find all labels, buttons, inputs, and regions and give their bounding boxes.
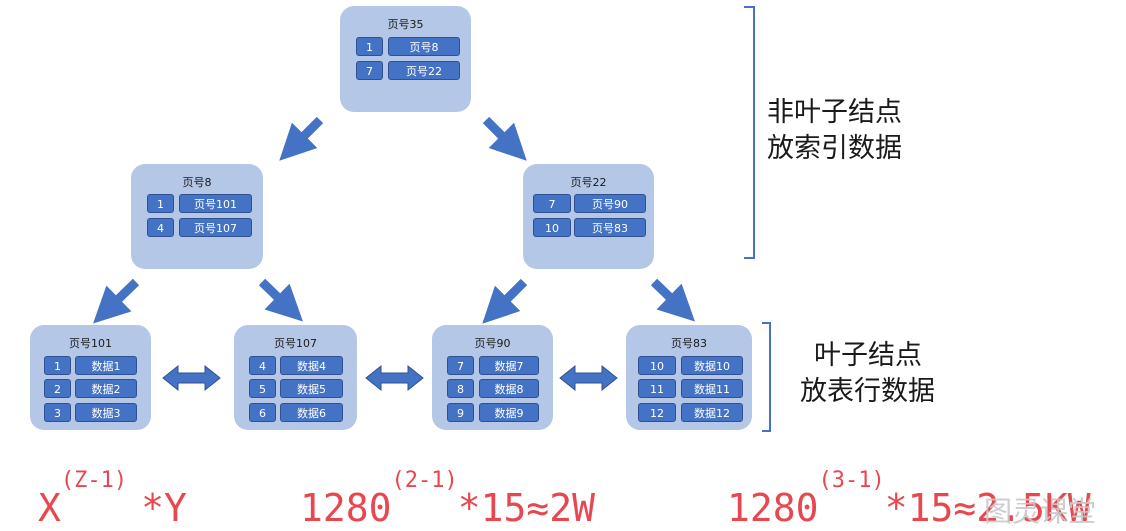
formula-tail: *Y xyxy=(141,486,187,530)
arrow-root-to-page22 xyxy=(482,116,527,161)
formula-exponent: (Z-1) xyxy=(60,468,128,493)
data-cell: 数据4 xyxy=(280,356,343,375)
double-arrow-101-107 xyxy=(162,364,221,392)
data-cell: 数据8 xyxy=(479,379,539,398)
internal-node-page8: 页号8 1 页号101 4 页号107 xyxy=(131,164,263,269)
key-cell: 10 xyxy=(638,356,676,375)
data-cell: 数据11 xyxy=(681,379,743,398)
key-cell: 4 xyxy=(249,356,276,375)
non-leaf-label: 非叶子结点 放索引数据 xyxy=(767,95,902,167)
pointer-cell: 页号101 xyxy=(179,194,252,213)
formula-tail: *15≈2W xyxy=(457,486,596,530)
leaf-node-page90: 页号90 7 数据7 8 数据8 9 数据9 xyxy=(432,325,553,430)
pointer-cell: 页号90 xyxy=(574,194,646,213)
key-cell: 7 xyxy=(356,61,383,80)
key-cell: 6 xyxy=(249,403,276,422)
formula-exponent: (2-1) xyxy=(391,468,458,493)
key-cell: 1 xyxy=(44,356,71,375)
node-title: 页号22 xyxy=(570,176,607,189)
data-cell: 数据9 xyxy=(479,403,539,422)
arrow-page8-to-page107 xyxy=(258,278,303,322)
data-cell: 数据6 xyxy=(280,403,343,422)
formula-base: 1280 xyxy=(300,486,392,530)
data-cell: 数据2 xyxy=(75,379,137,398)
data-cell: 数据1 xyxy=(75,356,137,375)
non-leaf-label-line2: 放索引数据 xyxy=(767,133,902,164)
key-cell: 10 xyxy=(533,218,571,237)
formula-three-levels: 1280(3-1)*15≈2.5KW xyxy=(727,468,1091,530)
node-title: 页号107 xyxy=(274,337,317,350)
formula-exponent: (3-1) xyxy=(818,468,885,493)
non-leaf-label-line1: 非叶子结点 xyxy=(767,97,902,128)
bracket-non-leaf xyxy=(744,6,755,259)
data-cell: 数据12 xyxy=(681,403,743,422)
key-cell: 8 xyxy=(447,379,474,398)
data-cell: 数据5 xyxy=(280,379,343,398)
key-cell: 7 xyxy=(447,356,474,375)
node-title: 页号35 xyxy=(387,18,424,31)
watermark: 图灵课堂 xyxy=(984,495,1097,528)
pointer-cell: 页号8 xyxy=(388,37,460,56)
key-cell: 4 xyxy=(147,218,174,237)
arrow-page22-to-page83 xyxy=(650,278,695,322)
key-cell: 2 xyxy=(44,379,71,398)
formula-base: X xyxy=(38,486,61,530)
node-title: 页号83 xyxy=(671,337,707,350)
pointer-cell: 页号83 xyxy=(574,218,646,237)
double-arrow-107-90 xyxy=(365,364,424,392)
leaf-node-page101: 页号101 1 数据1 2 数据2 3 数据3 xyxy=(30,325,151,430)
bracket-leaf xyxy=(762,322,771,432)
formula-two-levels: 1280(2-1)*15≈2W xyxy=(300,468,596,530)
key-cell: 5 xyxy=(249,379,276,398)
leaf-label-line1: 叶子结点 xyxy=(814,340,922,371)
double-arrow-90-83 xyxy=(559,364,618,392)
pointer-cell: 页号22 xyxy=(388,61,460,80)
key-cell: 11 xyxy=(638,379,676,398)
formula-base: 1280 xyxy=(727,486,819,530)
key-cell: 12 xyxy=(638,403,676,422)
internal-node-page22: 页号22 7 页号90 10 页号83 xyxy=(523,164,654,269)
data-cell: 数据7 xyxy=(479,356,539,375)
root-node: 页号35 1 页号8 7 页号22 xyxy=(340,6,471,112)
arrow-page22-to-page90 xyxy=(482,278,528,324)
node-title: 页号90 xyxy=(474,337,511,350)
node-title: 页号101 xyxy=(69,337,112,350)
leaf-label: 叶子结点 放表行数据 xyxy=(800,338,935,410)
arrow-page8-to-page101 xyxy=(93,278,140,324)
data-cell: 数据3 xyxy=(75,403,137,422)
formula-general: X(Z-1) *Y xyxy=(38,468,187,530)
leaf-node-page83: 页号83 10 数据10 11 数据11 12 数据12 xyxy=(626,325,752,430)
leaf-label-line2: 放表行数据 xyxy=(800,376,935,407)
key-cell: 9 xyxy=(447,403,474,422)
key-cell: 3 xyxy=(44,403,71,422)
arrow-root-to-page8 xyxy=(279,116,324,161)
key-cell: 1 xyxy=(356,37,383,56)
formula-tail: *15≈2.5KW xyxy=(884,486,1091,530)
key-cell: 7 xyxy=(533,194,571,213)
data-cell: 数据10 xyxy=(681,356,743,375)
pointer-cell: 页号107 xyxy=(179,218,252,237)
node-title: 页号8 xyxy=(182,176,212,189)
leaf-node-page107: 页号107 4 数据4 5 数据5 6 数据6 xyxy=(234,325,357,430)
key-cell: 1 xyxy=(147,194,174,213)
